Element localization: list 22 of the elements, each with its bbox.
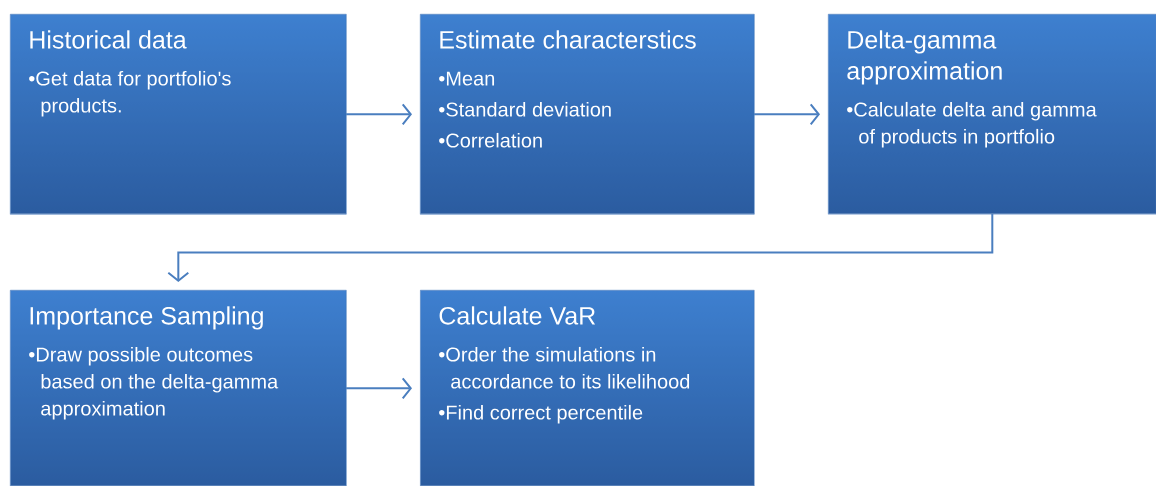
bullet-item: •Mean [439,71,495,86]
process-box [10,14,347,215]
box-heading: Estimate characterstics [440,30,696,49]
process-box [420,289,755,486]
bullet-item: •Standard deviation [439,101,611,117]
box-heading: Delta-gamma approximation [847,30,1002,85]
arrow [753,103,820,126]
bullet-item: •Find correct percentile [439,404,643,424]
bullet-item: •Get data for portfolio's products. [29,70,231,117]
bullet-item: •Draw possible outcomes based on the delta-gamma approximation [29,346,279,420]
arrow [345,103,412,126]
box-heading: Importance Sampling [30,306,263,330]
process-box [828,14,1156,215]
arrow [167,213,994,282]
bullet-item: •Correlation [439,132,542,148]
arrow [345,377,412,400]
process-box [10,289,347,486]
bullet-item: •Order the simulations in accordance to its likelihood [439,346,690,389]
process-box [420,14,755,215]
box-heading: Calculate VaR [439,306,596,325]
bullet-item: •Calculate delta and gamma of products in portfolio [847,101,1097,148]
box-heading: Historical data [30,30,187,49]
